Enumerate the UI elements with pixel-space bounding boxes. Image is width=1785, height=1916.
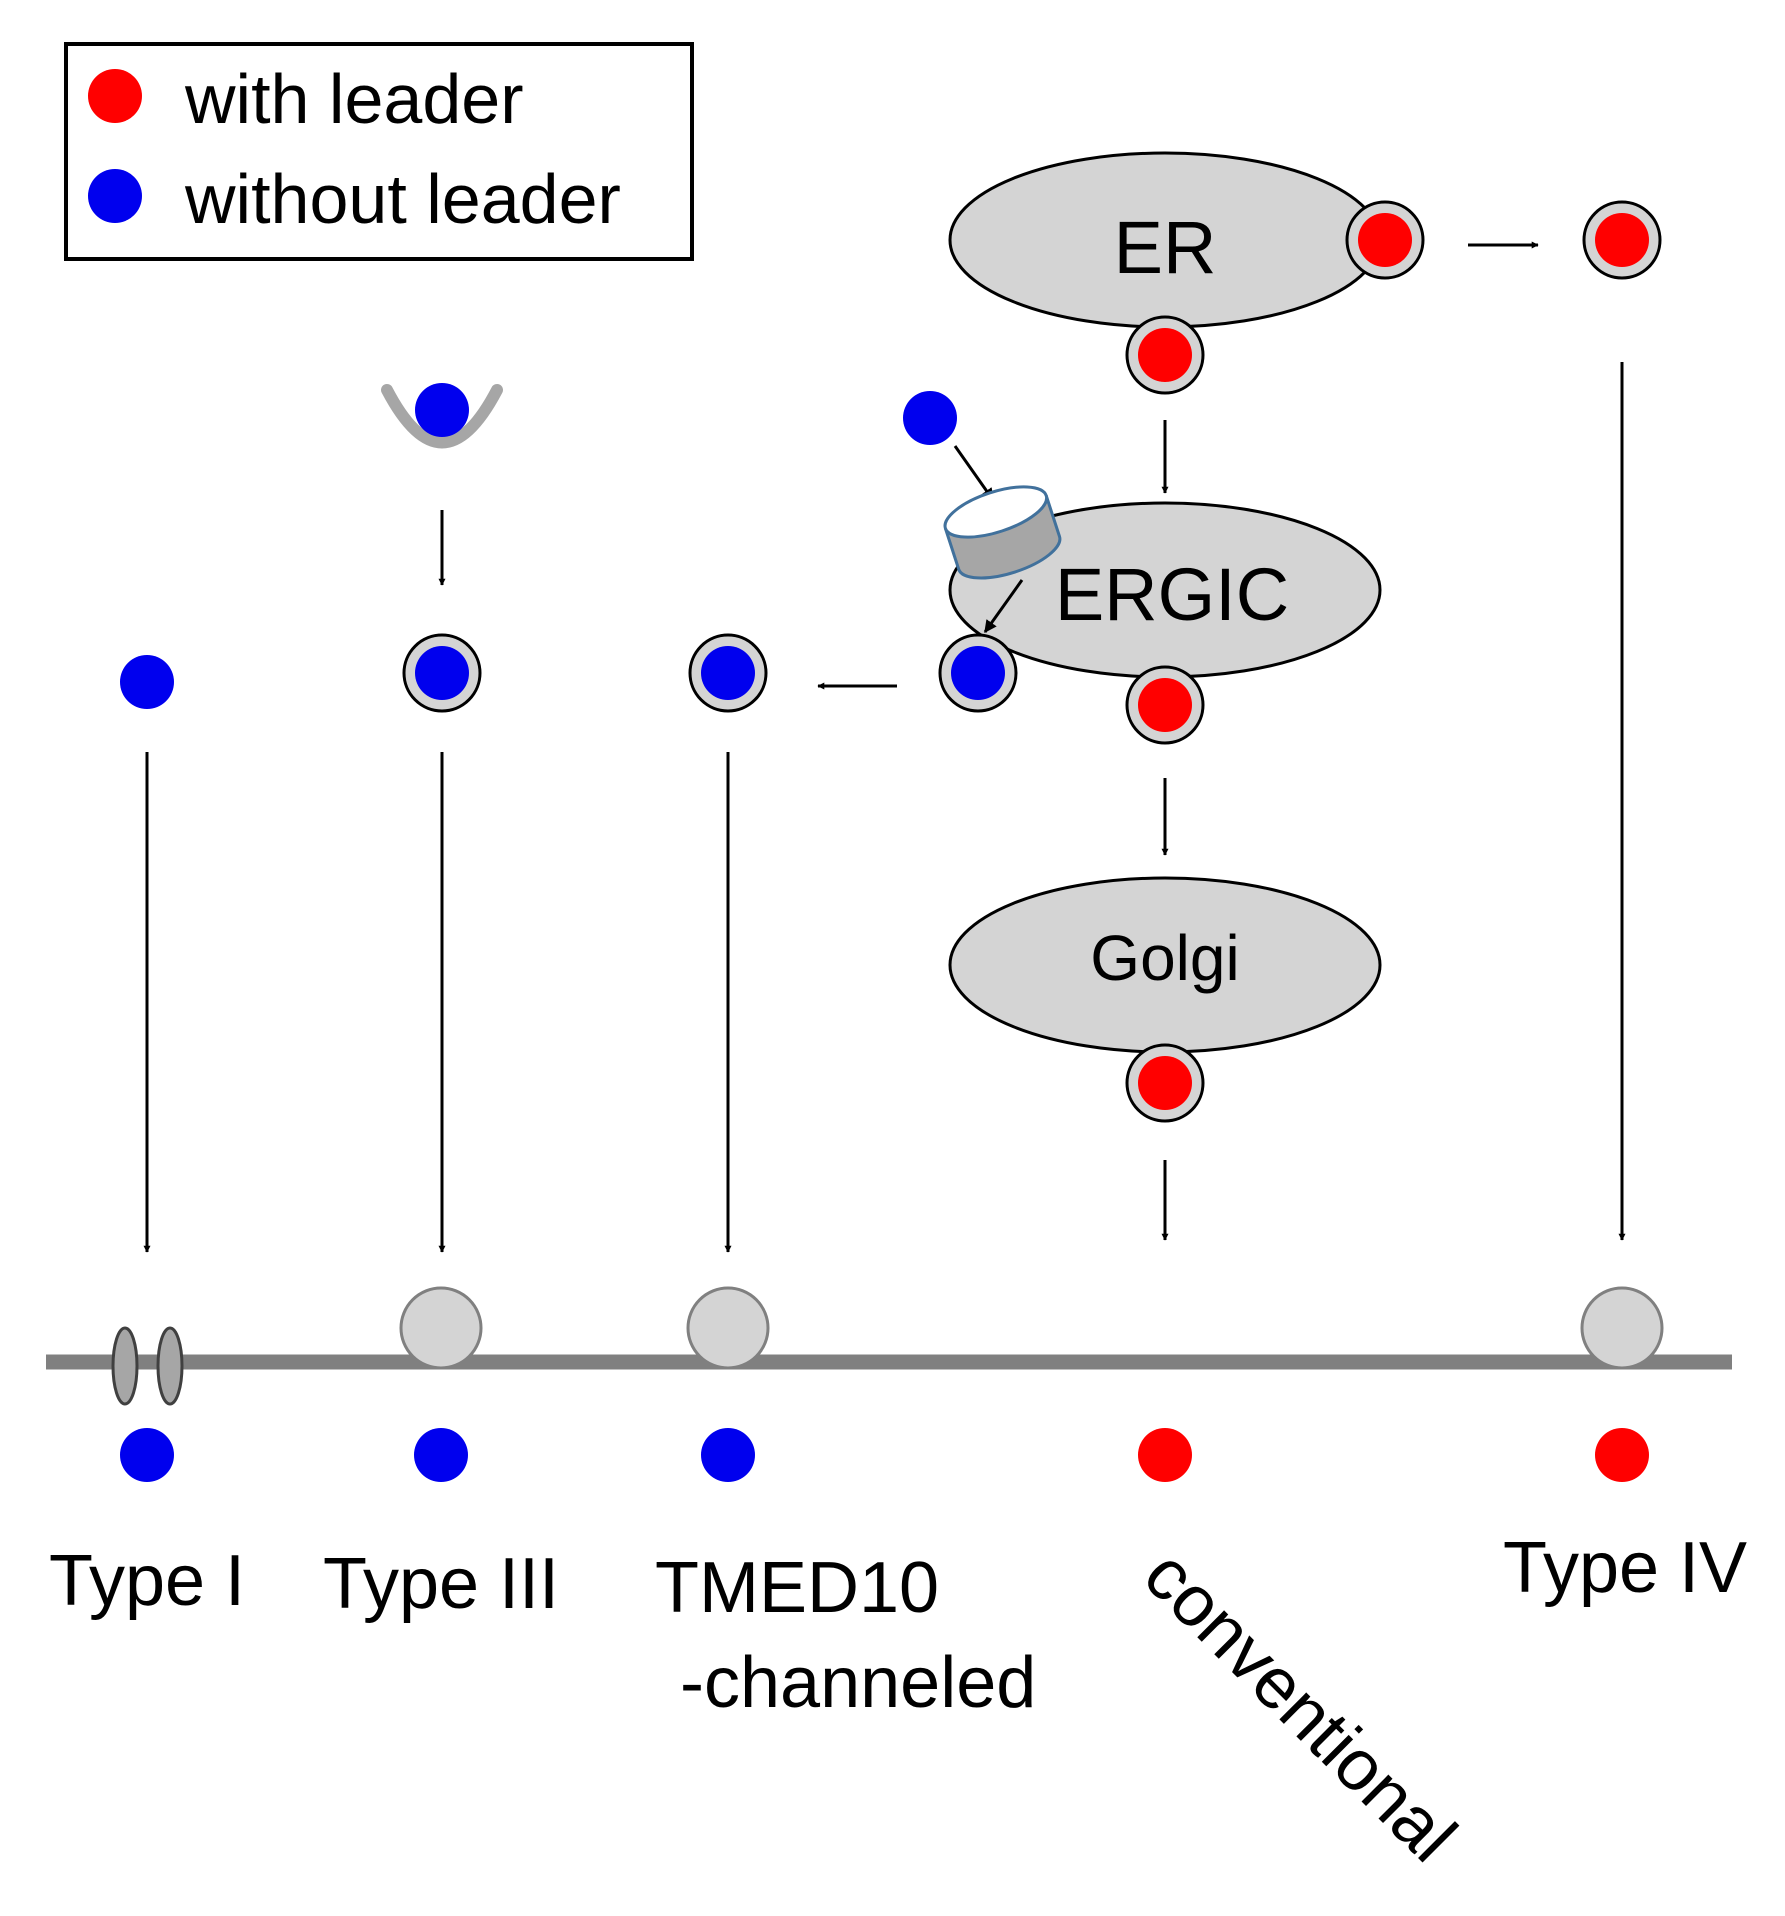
legend-with-leader-dot xyxy=(88,69,142,123)
label-tmed10-line2: -channeled xyxy=(680,1643,1036,1723)
secreted-cargo-without-leader xyxy=(414,1428,468,1482)
label-conventional: conventional xyxy=(1129,1535,1471,1877)
golgi-vesicle-cargo-with-leader xyxy=(1138,1056,1192,1110)
legend: with leader without leader xyxy=(64,42,694,261)
er-label: ER xyxy=(1114,206,1217,289)
type-iv-vesicle-cargo-with-leader xyxy=(1595,213,1649,267)
vesicle-cargo-without-leader xyxy=(701,646,755,700)
secreted-cargo-with-leader xyxy=(1595,1428,1649,1482)
pathway-type-iv: Type IV xyxy=(1345,200,1747,1608)
ergic-label: ERGIC xyxy=(1055,553,1289,636)
label-type-i: Type I xyxy=(49,1541,245,1621)
cytosolic-cargo-without-leader xyxy=(903,391,957,445)
cargo-without-leader xyxy=(120,655,174,709)
pathway-type-iii: Type III xyxy=(323,383,559,1624)
cargo-without-leader xyxy=(415,383,469,437)
fused-vesicle xyxy=(686,1286,770,1370)
secreted-cargo-without-leader xyxy=(120,1428,174,1482)
membrane-pore-left xyxy=(111,1326,139,1406)
er-side-vesicle-cargo-with-leader xyxy=(1358,213,1412,267)
pathway-tmed10-channeled: TMED10 -channeled xyxy=(655,633,1036,1723)
fused-vesicle xyxy=(1580,1286,1664,1370)
arrow-cargo-to-channel xyxy=(953,445,995,502)
legend-without-leader-label: without leader xyxy=(184,160,621,238)
membrane-pore-right xyxy=(156,1326,184,1406)
label-type-iii: Type III xyxy=(323,1544,559,1624)
ergic-vesicle-cargo-without-leader xyxy=(951,646,1005,700)
er-vesicle-cargo-with-leader xyxy=(1138,328,1192,382)
pathway-type-i: Type I xyxy=(49,655,245,1621)
fused-vesicle xyxy=(399,1286,483,1370)
ergic-vesicle-cargo-with-leader xyxy=(1138,678,1192,732)
label-tmed10-line1: TMED10 xyxy=(655,1548,939,1628)
label-type-iv: Type IV xyxy=(1503,1528,1747,1608)
secreted-cargo-without-leader xyxy=(701,1428,755,1482)
tmed10-channel xyxy=(943,485,1062,580)
secreted-cargo-with-leader xyxy=(1138,1428,1192,1482)
legend-without-leader-dot xyxy=(88,169,142,223)
engulfing-membrane-cup xyxy=(381,384,503,449)
legend-with-leader-label: with leader xyxy=(184,60,524,138)
organelles: ER ERGIC Golgi xyxy=(948,151,1382,1054)
tmed10-channel-entry xyxy=(903,391,1062,713)
channel-top xyxy=(943,485,1049,539)
vesicle-cargo-without-leader xyxy=(415,646,469,700)
golgi-label: Golgi xyxy=(1090,922,1239,994)
legend-box xyxy=(64,42,694,261)
arrow-channel-to-lumen xyxy=(983,579,1024,634)
